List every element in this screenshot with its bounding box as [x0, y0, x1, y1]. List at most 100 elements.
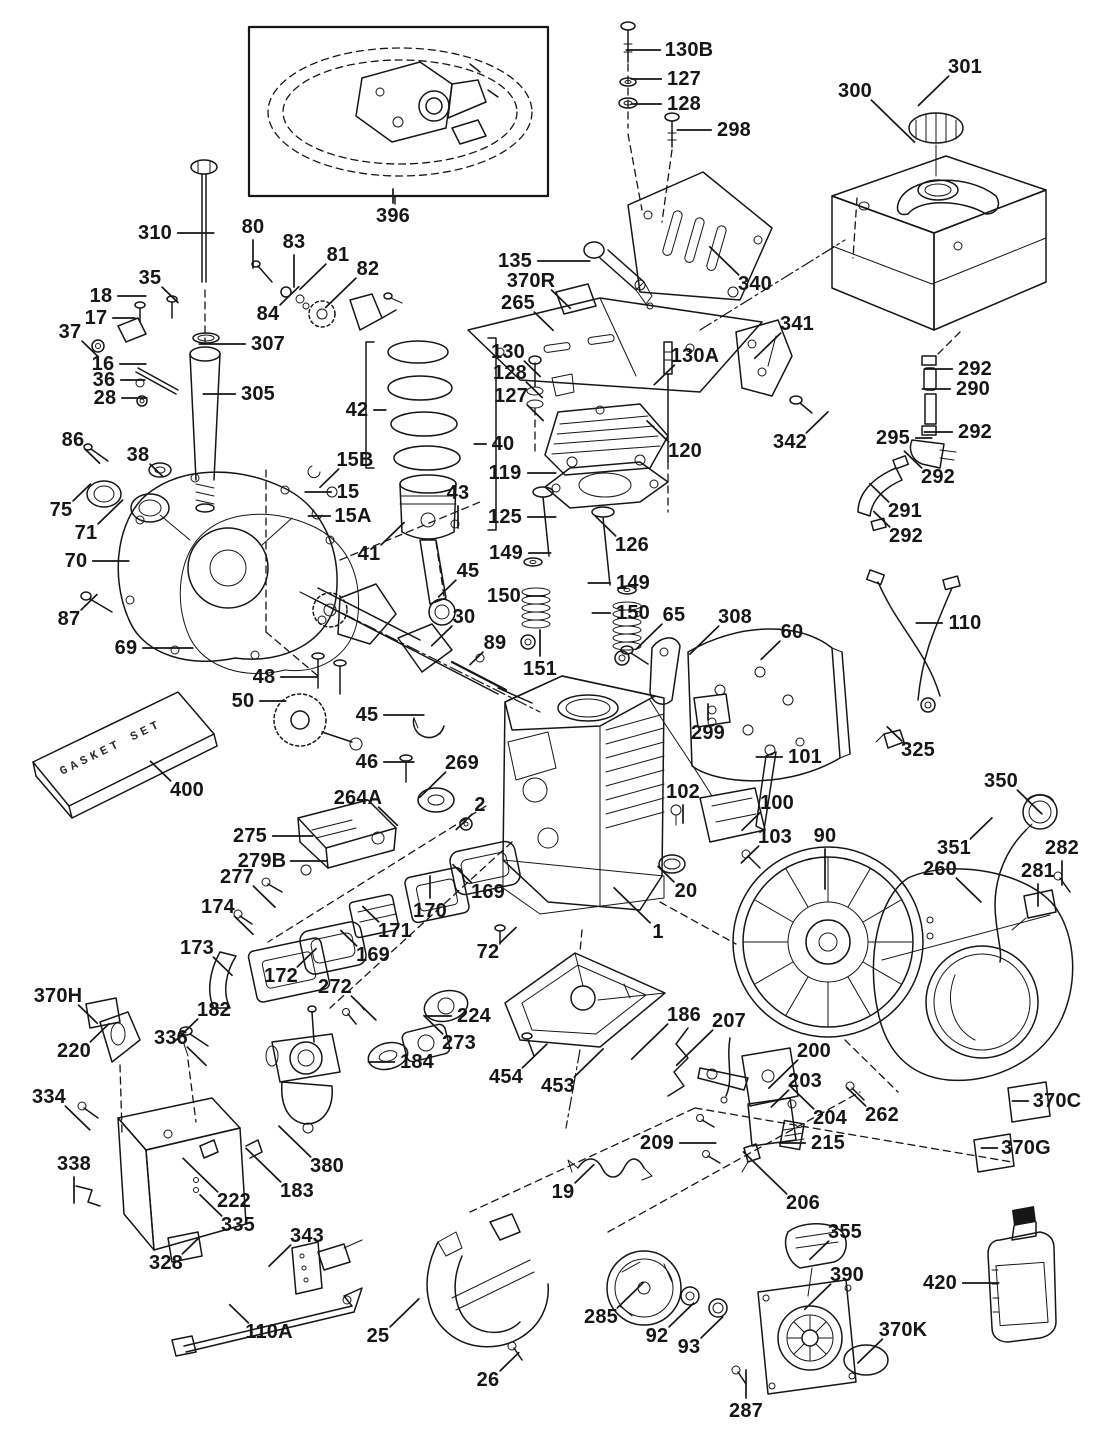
leader-line [526, 404, 545, 422]
part-label: 301 [948, 56, 982, 78]
leader-line [423, 1014, 444, 1035]
part-label: 370R [506, 270, 556, 292]
part-label: 207 [712, 1010, 746, 1032]
leader-line [182, 1157, 219, 1193]
leader-line [742, 1151, 788, 1195]
leader-line [917, 75, 950, 107]
leader-line [741, 811, 762, 832]
part-label: 90 [813, 825, 837, 847]
leader-line [296, 947, 317, 968]
part-label: 127 [667, 68, 701, 90]
leader-line [630, 1023, 669, 1060]
leader-line [689, 625, 720, 655]
part-label: 120 [668, 440, 702, 462]
part-label: 291 [888, 500, 922, 522]
oil-bottle-art [987, 1206, 1057, 1343]
part-label: 17 [84, 307, 108, 329]
part-label: 206 [786, 1192, 820, 1214]
mounting-plate-art [504, 952, 666, 1057]
part-label: 292 [958, 358, 992, 380]
leader-line [380, 521, 405, 546]
part-label: 287 [729, 1400, 763, 1422]
part-label: 300 [838, 80, 872, 102]
part-label: 35 [138, 267, 162, 289]
carburetor-art [77, 989, 469, 1159]
part-label: 340 [738, 273, 772, 295]
leader-line [668, 1302, 695, 1328]
part-label: 19 [551, 1181, 575, 1203]
part-label: 110 [948, 612, 982, 634]
construction-lines-art [119, 63, 1013, 1233]
part-label: 103 [758, 826, 792, 848]
part-label: 20 [674, 880, 698, 902]
leader-line [149, 760, 172, 782]
part-label: 169 [356, 944, 390, 966]
leader-line [709, 246, 740, 276]
part-label: 292 [889, 525, 923, 547]
part-label: 292 [921, 466, 955, 488]
dipstick-art [189, 159, 221, 513]
leader-line [252, 885, 276, 908]
leader-line [803, 1283, 832, 1311]
part-label: 71 [74, 522, 98, 544]
part-label: 48 [252, 666, 276, 688]
part-label: 173 [180, 937, 214, 959]
leader-line [319, 468, 340, 489]
part-label: 260 [923, 858, 957, 880]
decals-art [85, 997, 1051, 1376]
part-label: 83 [282, 231, 306, 253]
leader-line [1016, 789, 1043, 815]
leader-line [199, 1194, 223, 1217]
leader-line [969, 817, 993, 840]
blower-housing-art [872, 868, 1074, 1082]
part-label: 264A [333, 787, 383, 809]
piston-rings-art [365, 337, 497, 531]
leader-line [377, 806, 399, 827]
part-label: 336 [154, 1027, 188, 1049]
leader-line [499, 1351, 520, 1372]
leader-line [430, 625, 453, 647]
leader-line [635, 623, 663, 651]
part-label: 40 [491, 433, 515, 455]
part-label: 299 [691, 722, 725, 744]
part-label: 100 [760, 792, 794, 814]
part-label: 307 [251, 333, 285, 355]
part-label: 182 [197, 999, 231, 1021]
crankcase-cover-art [80, 443, 338, 662]
part-label: 25 [366, 1325, 390, 1347]
part-label: 72 [476, 941, 500, 963]
leader-line [361, 905, 380, 923]
part-label: 350 [984, 770, 1018, 792]
leader-line [809, 1240, 830, 1261]
inset-box-art [247, 25, 550, 205]
part-label: 30 [452, 606, 476, 628]
part-label: 215 [811, 1132, 845, 1154]
part-label: 87 [57, 608, 81, 630]
leader-line [81, 340, 99, 358]
leader-line [886, 726, 903, 742]
ground-wire-art [865, 569, 961, 749]
camshaft-art [273, 652, 363, 751]
ignition-coil-art [649, 699, 777, 869]
recoil-starter-art [731, 1223, 857, 1395]
leader-line [72, 483, 92, 502]
part-label: 279B [237, 850, 287, 872]
exhaust-gaskets-art [208, 754, 521, 1009]
part-label: 204 [813, 1107, 847, 1129]
shroud-plate-art [426, 1213, 549, 1361]
part-label: 128 [493, 362, 527, 384]
leader-line [846, 1086, 867, 1107]
part-label: 170 [413, 900, 447, 922]
leader-line [339, 929, 358, 947]
part-label: 335 [221, 1214, 255, 1236]
leader-line [574, 1163, 595, 1184]
part-label: 172 [264, 965, 298, 987]
valves-springs-art [520, 486, 642, 666]
leader-line [233, 915, 254, 936]
leader-line [268, 1244, 292, 1267]
leader-line [279, 285, 300, 306]
leader-line [616, 1281, 645, 1309]
part-label: 222 [217, 1190, 251, 1212]
part-label: 84 [256, 303, 280, 325]
